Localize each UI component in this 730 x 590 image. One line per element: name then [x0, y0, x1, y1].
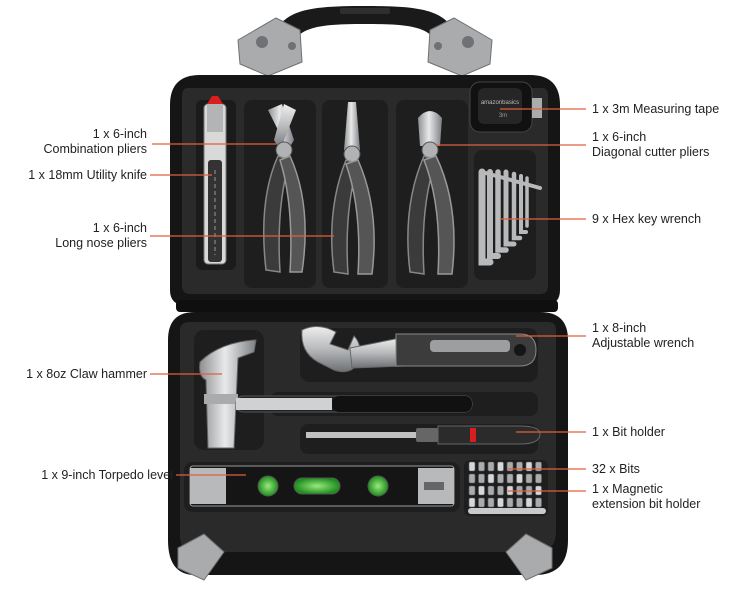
bit: [497, 485, 504, 496]
label-bits: 32 x Bits: [592, 462, 640, 476]
bit: [535, 473, 542, 484]
claw-hammer-icon: [199, 339, 473, 449]
label-claw-hammer: 1 x 8oz Claw hammer: [26, 367, 147, 381]
label-bit-holder: 1 x Bit holder: [592, 425, 665, 439]
bit: [478, 473, 485, 484]
bit: [487, 497, 495, 508]
bit: [468, 485, 476, 496]
bit: [506, 461, 514, 472]
label-torpedo-level: 1 x 9-inch Torpedo level: [41, 468, 173, 482]
label-magnetic-holder-line1: 1 x Magnetic: [592, 482, 663, 496]
label-hex-key: 9 x Hex key wrench: [592, 212, 702, 226]
pliers-icon: [330, 102, 375, 275]
bit: [487, 473, 495, 484]
bit: [468, 497, 476, 508]
bit: [535, 461, 542, 472]
bit: [506, 473, 514, 484]
label-adjustable-wrench-line1: 1 x 8-inch: [592, 321, 647, 335]
hex-key-icon: [478, 168, 542, 266]
bit: [468, 461, 476, 472]
tape-size: 3m: [499, 113, 507, 119]
torpedo-level-icon: [189, 465, 455, 507]
bit: [468, 473, 476, 484]
bit: [525, 473, 533, 484]
label-magnetic-holder-line2: extension bit holder: [592, 497, 701, 511]
tape-brand: amazonbasics: [481, 100, 519, 106]
bit: [478, 497, 485, 508]
bit: [497, 461, 504, 472]
bit: [478, 461, 485, 472]
pliers-icon: [262, 104, 306, 273]
case-handle: [237, 6, 493, 77]
bit-holder-icon: [306, 425, 541, 445]
bit: [525, 497, 533, 508]
bit: [516, 497, 523, 508]
label-combination-pliers: 1 x 6-inch Combination pliers: [0, 127, 147, 157]
label-diagonal-cutter-line1: 1 x 6-inch: [592, 130, 647, 144]
bit: [497, 497, 504, 508]
magnetic-bit-holder: [468, 508, 546, 514]
label-long-nose-pliers-line2: Long nose pliers: [55, 236, 147, 250]
bit: [516, 473, 523, 484]
bit: [487, 485, 495, 496]
adjustable-wrench-icon: [301, 326, 537, 373]
bit: [506, 497, 514, 508]
label-adjustable-wrench: 1 x 8-inch Adjustable wrench: [592, 321, 694, 351]
label-combination-pliers-line2: Combination pliers: [43, 142, 147, 156]
case-hinge: [176, 300, 558, 312]
bit: [487, 461, 495, 472]
label-utility-knife: 1 x 18mm Utility knife: [28, 168, 147, 182]
utility-knife-icon: [203, 96, 227, 265]
bit: [478, 485, 485, 496]
label-diagonal-cutter: 1 x 6-inch Diagonal cutter pliers: [592, 130, 709, 160]
label-magnetic-holder: 1 x Magnetic extension bit holder: [592, 482, 700, 512]
pliers-icon: [407, 111, 455, 275]
label-measuring-tape: 1 x 3m Measuring tape: [592, 102, 720, 116]
label-long-nose-pliers: 1 x 6-inch Long nose pliers: [0, 221, 147, 251]
measuring-tape-icon: amazonbasics 3m: [469, 81, 542, 133]
label-combination-pliers-line1: 1 x 6-inch: [92, 127, 147, 141]
callout-lines: [150, 108, 586, 492]
label-adjustable-wrench-line2: Adjustable wrench: [592, 336, 695, 350]
case-latch: [177, 533, 553, 581]
label-long-nose-pliers-line1: 1 x 6-inch: [92, 221, 147, 235]
bit: [535, 497, 542, 508]
bit: [525, 461, 533, 472]
bit: [497, 473, 504, 484]
bit: [516, 461, 523, 472]
label-diagonal-cutter-line2: Diagonal cutter pliers: [592, 145, 710, 159]
bits-icon: [468, 461, 546, 514]
